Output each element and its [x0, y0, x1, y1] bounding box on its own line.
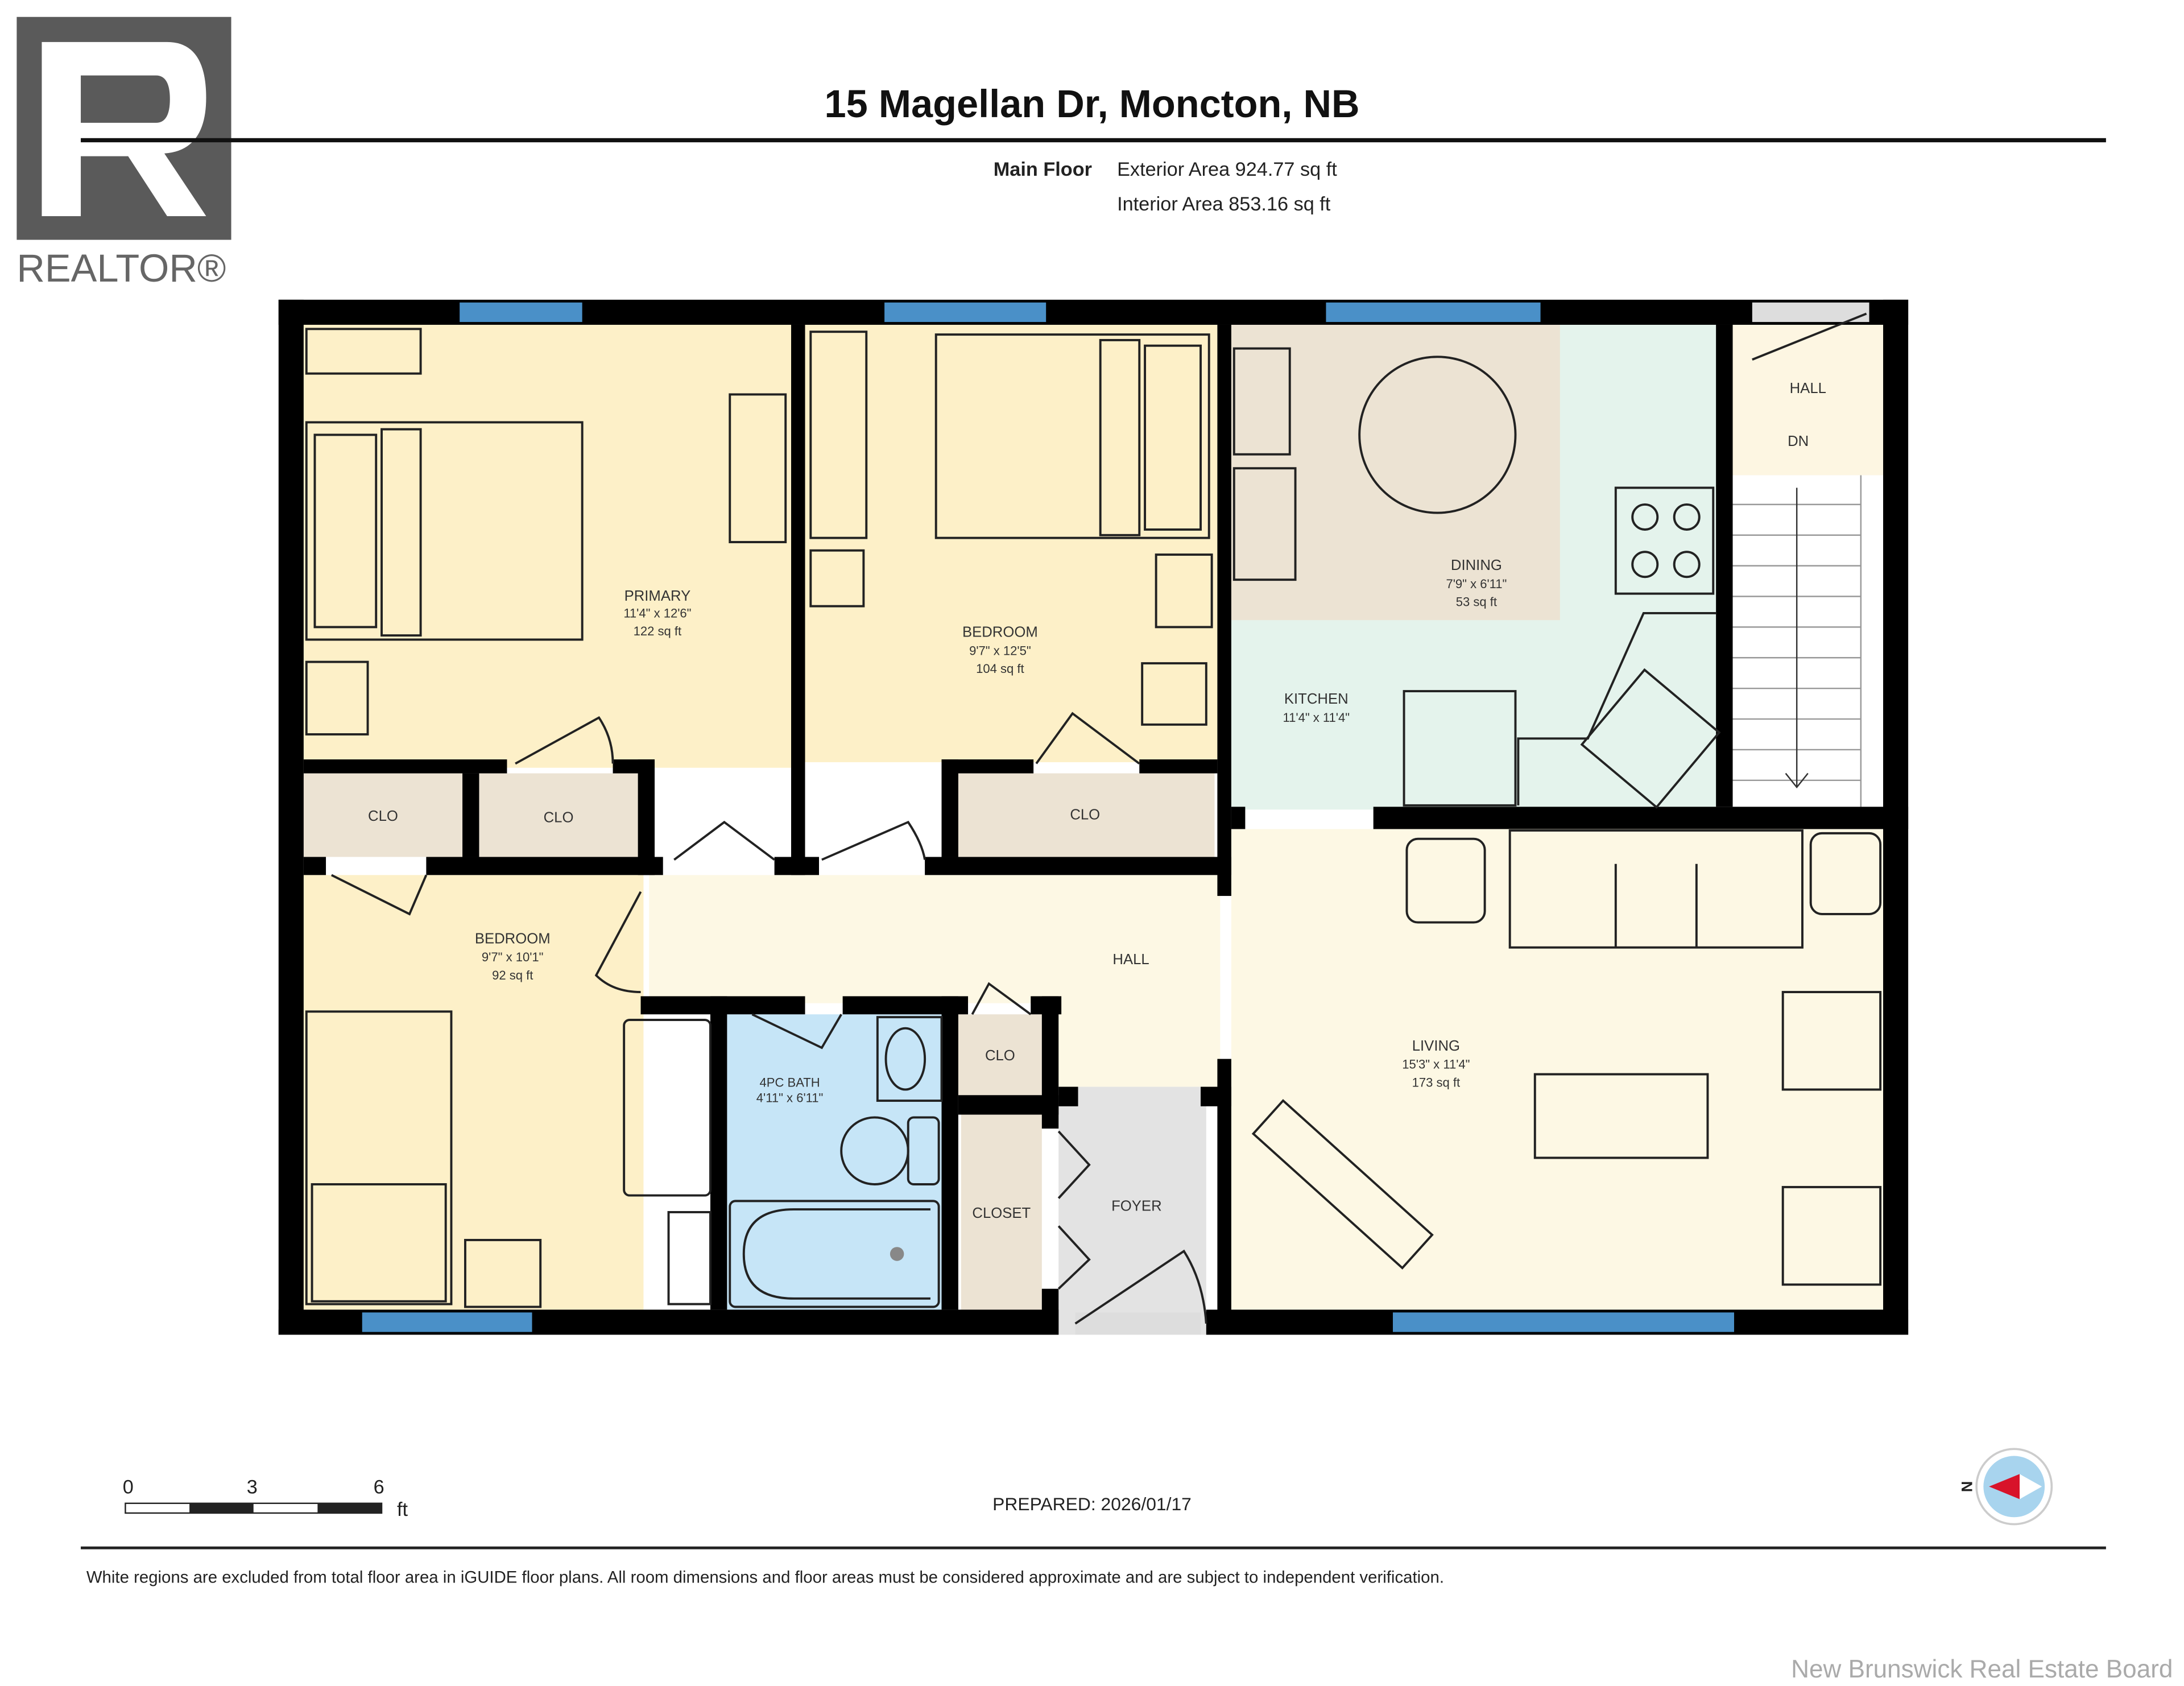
bedroom2-label: BEDROOM	[962, 625, 1038, 640]
header-rule	[81, 138, 2106, 143]
dining-label: DINING	[1451, 557, 1502, 573]
living-label: LIVING	[1412, 1038, 1460, 1054]
bath-label: 4PC BATH	[760, 1076, 820, 1090]
clo2-label: CLO	[544, 809, 574, 825]
room-hall-top	[1732, 324, 1884, 476]
bedroom3-dims: 9'7" x 10'1"	[482, 950, 544, 964]
scale-unit: ft	[397, 1499, 408, 1520]
footer-rule	[81, 1546, 2106, 1549]
room-clo2	[479, 773, 638, 857]
room-bedroom2	[805, 324, 1218, 762]
foyer-label: FOYER	[1111, 1199, 1162, 1214]
floor-label: Main Floor	[994, 159, 1092, 180]
dining-dims: 7'9" x 6'11"	[1446, 577, 1507, 591]
north-compass-icon: N	[1959, 1448, 2053, 1526]
scale-label-6: 6	[374, 1477, 384, 1498]
scale-label-0: 0	[123, 1477, 134, 1498]
bedroom3-area: 92 sq ft	[492, 968, 533, 982]
hall-label: HALL	[1112, 952, 1149, 968]
bedroom2-dims: 9'7" x 12'5"	[969, 643, 1031, 658]
bedroom2-area: 104 sq ft	[976, 662, 1024, 676]
windows	[362, 302, 1869, 1335]
compass-north-label: N	[1959, 1481, 1976, 1492]
bath-dims: 4'11" x 6'11"	[756, 1091, 824, 1105]
room-foyer	[1058, 1086, 1206, 1335]
disclaimer: White regions are excluded from total fl…	[86, 1568, 1444, 1586]
clo3-label: CLO	[1070, 807, 1100, 823]
realtor-logo: REALTOR®	[16, 16, 231, 290]
primary-dims: 11'4" x 12'6"	[623, 606, 691, 620]
room-closet	[961, 1114, 1042, 1310]
clo4-label: CLO	[985, 1048, 1015, 1064]
bedroom3-label: BEDROOM	[475, 931, 551, 947]
scale-bar: 0 3 6 ft	[123, 1477, 408, 1520]
closet-label: CLOSET	[972, 1205, 1031, 1221]
staircase	[1732, 475, 1862, 807]
stairs	[1732, 475, 1867, 807]
exterior-door	[1752, 302, 1869, 323]
stairs-down-label: DN	[1788, 433, 1809, 449]
prepared-date: PREPARED: 2026/01/17	[992, 1494, 1192, 1514]
interior-area: Interior Area 853.16 sq ft	[1117, 193, 1331, 215]
page-title: 15 Magellan Dr, Moncton, NB	[825, 82, 1360, 126]
clo1-label: CLO	[368, 808, 398, 824]
furniture	[305, 312, 1882, 1325]
room-labels: PRIMARY 11'4" x 12'6" 122 sq ft BEDROOM …	[368, 381, 1826, 1221]
kitchen-label: KITCHEN	[1284, 691, 1349, 707]
dining-area: 53 sq ft	[1456, 595, 1497, 609]
room-living	[1231, 829, 1884, 1310]
living-area: 173 sq ft	[1412, 1076, 1461, 1090]
living-dims: 15'3" x 11'4"	[1402, 1057, 1470, 1072]
front-door	[1075, 1312, 1201, 1335]
room-bedroom3	[303, 875, 644, 1310]
kitchen-dims: 11'4" x 11'4"	[1283, 710, 1350, 725]
room-clo3	[958, 773, 1215, 857]
room-bath	[727, 1014, 942, 1310]
hall-top-label: HALL	[1790, 381, 1826, 396]
room-primary	[303, 324, 794, 768]
logo-text: REALTOR®	[16, 246, 226, 290]
primary-area: 122 sq ft	[634, 624, 682, 638]
room-clo4	[958, 1014, 1042, 1096]
scale-label-3: 3	[247, 1477, 258, 1498]
watermark: New Brunswick Real Estate Board	[1791, 1655, 2173, 1683]
primary-label: PRIMARY	[624, 588, 691, 604]
exterior-area: Exterior Area 924.77 sq ft	[1117, 159, 1337, 180]
room-clo1	[303, 773, 463, 857]
